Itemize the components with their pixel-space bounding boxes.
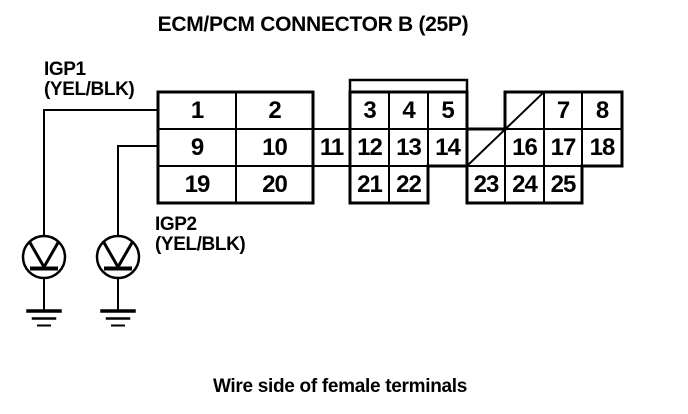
diagram-title: ECM/PCM CONNECTOR B (25P) <box>157 13 469 36</box>
wire-igp2 <box>117 145 159 237</box>
connector-block-right <box>465 90 624 205</box>
pin-cell-23: 23 <box>473 170 500 198</box>
pin-cell-24: 24 <box>512 170 538 198</box>
igp1-wire-color: (YEL/BLK) <box>44 79 135 100</box>
connector-key-tab <box>348 78 469 94</box>
igp2-wire-color: (YEL/BLK) <box>155 234 246 255</box>
pin-cell-22: 22 <box>396 170 422 198</box>
pin-cell-9: 9 <box>190 133 204 161</box>
igp2-label: IGP2 (YEL/BLK) <box>155 214 246 255</box>
wire-igp1 <box>43 109 159 237</box>
pin-cell-18: 18 <box>589 133 616 161</box>
voltmeter-icon <box>21 234 67 280</box>
igp1-label: IGP1 (YEL/BLK) <box>44 59 135 100</box>
pin-cell-3: 3 <box>363 96 376 124</box>
pin-cell-21: 21 <box>357 170 383 198</box>
pin-cell-5: 5 <box>441 96 454 124</box>
pin-cell-20: 20 <box>262 170 288 198</box>
pin-cell-4: 4 <box>402 96 415 124</box>
voltmeter-icon <box>95 234 141 280</box>
footer-caption: Wire side of female terminals <box>212 376 468 397</box>
pin-cell-19: 19 <box>184 170 211 198</box>
pin-cell-7: 7 <box>556 96 570 124</box>
no-pin-diagonal <box>465 90 546 168</box>
pin-cell-2: 2 <box>268 96 281 124</box>
pin11-bridge <box>312 128 351 167</box>
pin-cell-25: 25 <box>550 170 577 198</box>
pin-cell-12: 12 <box>357 133 383 161</box>
connector-block-middle <box>348 78 469 205</box>
pin-cell-13: 13 <box>396 133 422 161</box>
pin-cell-14: 14 <box>435 133 461 161</box>
pin-cell-16: 16 <box>512 133 538 161</box>
connector-block-left <box>156 90 315 205</box>
ground-icon <box>26 309 62 327</box>
pin-cell-11: 11 <box>319 133 344 161</box>
ground-icon <box>100 309 136 327</box>
igp1-signal-name: IGP1 <box>44 59 86 80</box>
pin-cell-8: 8 <box>595 96 609 124</box>
igp2-signal-name: IGP2 <box>155 214 197 235</box>
pin-cell-10: 10 <box>262 133 288 161</box>
pin-cell-1: 1 <box>190 96 204 124</box>
pin-cell-17: 17 <box>550 133 577 161</box>
